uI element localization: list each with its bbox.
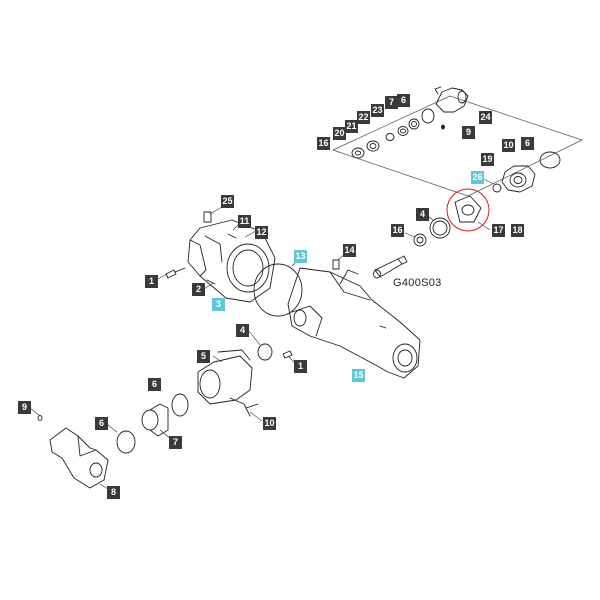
callout-4-upper[interactable]: 4: [416, 208, 429, 221]
bearing-stack: [351, 108, 445, 159]
oring-6-lower: [116, 430, 136, 454]
plug-14: [332, 259, 340, 270]
callout-26[interactable]: 26: [471, 171, 484, 184]
callout-6-mid[interactable]: 6: [148, 378, 161, 391]
gasket-26: [446, 188, 490, 232]
callout-23[interactable]: 23: [371, 104, 384, 117]
main-housing: [287, 267, 421, 379]
callout-17[interactable]: 17: [492, 224, 505, 237]
plug-1-right: [282, 350, 293, 359]
callout-24[interactable]: 24: [479, 111, 492, 124]
callout-16-top[interactable]: 16: [317, 137, 330, 150]
callout-22[interactable]: 22: [357, 111, 370, 124]
pinion-shaft: [434, 86, 469, 113]
output-shaft: [373, 255, 408, 279]
oring-4-lower: [257, 343, 273, 361]
callout-4-lower[interactable]: 4: [236, 324, 249, 337]
callout-2[interactable]: 2: [192, 283, 205, 296]
callout-13[interactable]: 13: [294, 250, 307, 263]
callout-10-lower[interactable]: 10: [263, 417, 276, 430]
callout-7-lower[interactable]: 7: [169, 436, 182, 449]
bushing-7: [141, 403, 169, 437]
bearing-16: [413, 233, 427, 247]
subassembly-frame: [332, 95, 583, 197]
callout-11[interactable]: 11: [238, 215, 251, 228]
callout-15[interactable]: 15: [352, 369, 365, 382]
callout-10-right[interactable]: 10: [502, 139, 515, 152]
callout-6-left[interactable]: 6: [95, 417, 108, 430]
knuckle-housing: [197, 349, 259, 417]
callout-8[interactable]: 8: [107, 486, 120, 499]
seal-ring-4: [429, 217, 451, 239]
callout-7-top[interactable]: 7: [385, 96, 398, 109]
oring-6: [171, 393, 189, 417]
callout-5[interactable]: 5: [197, 350, 210, 363]
callout-19[interactable]: 19: [481, 153, 494, 166]
plug-1-left: [165, 269, 177, 279]
oring-13: [253, 263, 303, 317]
bracket-8: [49, 427, 109, 489]
callout-9-left[interactable]: 9: [18, 401, 31, 414]
callout-1-right[interactable]: 1: [294, 360, 307, 373]
callout-16-mid[interactable]: 16: [391, 224, 404, 237]
callout-3[interactable]: 3: [212, 298, 225, 311]
screw-9: [37, 415, 43, 421]
callout-6-top[interactable]: 6: [397, 94, 410, 107]
right-flange: [492, 151, 561, 193]
callout-21[interactable]: 21: [345, 120, 358, 133]
callout-18[interactable]: 18: [511, 224, 524, 237]
callout-12[interactable]: 12: [255, 226, 268, 239]
callout-20[interactable]: 20: [333, 127, 346, 140]
callout-14[interactable]: 14: [343, 244, 356, 257]
callout-6-right[interactable]: 6: [521, 137, 534, 150]
left-axle-housing: [174, 211, 276, 303]
callout-25[interactable]: 25: [221, 195, 234, 208]
diagram-code-label: G400S03: [393, 277, 442, 289]
callout-1-left[interactable]: 1: [145, 275, 158, 288]
callout-9-top[interactable]: 9: [462, 126, 475, 139]
